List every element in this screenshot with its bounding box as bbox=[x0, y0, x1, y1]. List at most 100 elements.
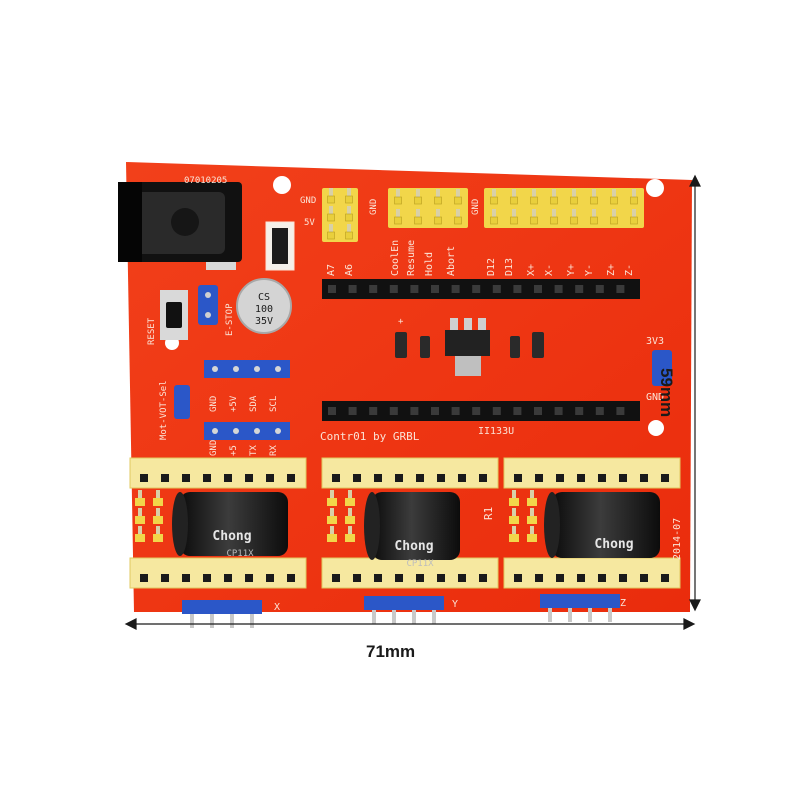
socket-hole bbox=[458, 474, 466, 482]
socket-hole bbox=[140, 474, 148, 482]
socket-hole bbox=[598, 574, 606, 582]
ms-pin-base bbox=[135, 516, 145, 524]
driver-socket-z bbox=[503, 457, 681, 589]
ms-header-pin bbox=[210, 614, 214, 628]
axis-pin-pin-base bbox=[510, 216, 518, 225]
socket-hole bbox=[287, 474, 295, 482]
socket-hole bbox=[245, 474, 253, 482]
gnd-top-left-label: GND bbox=[369, 199, 379, 215]
socket-hole bbox=[369, 407, 378, 415]
power-pin-pin-base bbox=[327, 213, 335, 222]
power-pin-pin bbox=[329, 224, 333, 237]
header-control-pins bbox=[388, 188, 468, 228]
socket-hole bbox=[245, 574, 253, 582]
ms-pin bbox=[348, 526, 352, 538]
socket-hole bbox=[161, 474, 169, 482]
axis-pin-pin bbox=[492, 209, 496, 222]
i2c-header bbox=[204, 360, 290, 378]
socket-hole bbox=[514, 474, 522, 482]
r1-label: R1 bbox=[482, 507, 495, 520]
socket-hole bbox=[437, 574, 445, 582]
ms-pin bbox=[138, 526, 142, 538]
axis-pin-pin bbox=[592, 189, 596, 202]
height-dimension-label: 59mm bbox=[657, 368, 676, 418]
header-label: Y+ bbox=[566, 264, 577, 276]
ms-pin-base bbox=[153, 516, 163, 524]
axis-pin-pin-base bbox=[490, 196, 498, 205]
ms-header-pin bbox=[588, 608, 592, 622]
header-label: SCL bbox=[269, 396, 279, 412]
socket-bottom bbox=[129, 557, 307, 589]
ms-pin bbox=[138, 490, 142, 502]
socket-hole bbox=[328, 285, 336, 293]
header-pin bbox=[275, 366, 281, 372]
voltage-regulator bbox=[445, 318, 490, 376]
socket-hole bbox=[389, 285, 398, 293]
axis-pin-pin-base bbox=[590, 216, 598, 225]
ms-pin bbox=[156, 526, 160, 538]
socket-hole bbox=[492, 285, 501, 293]
ms-header-pin bbox=[548, 608, 552, 622]
date-label: 2014-07 bbox=[672, 518, 683, 560]
power-header bbox=[322, 188, 358, 242]
axis-pin-pin-base bbox=[590, 196, 598, 205]
socket-hole bbox=[479, 474, 487, 482]
nano-socket-bottom bbox=[322, 401, 640, 421]
ctrl-pin-pin-base bbox=[414, 196, 422, 205]
ctrl-pin-pin bbox=[416, 209, 420, 222]
socket-hole bbox=[556, 574, 564, 582]
socket-hole bbox=[182, 574, 190, 582]
axis-pin-pin-base bbox=[570, 216, 578, 225]
ctrl-pin-pin-base bbox=[394, 216, 402, 225]
socket-hole bbox=[437, 474, 445, 482]
power-5v-label: 5V bbox=[304, 218, 315, 228]
ctrl-pin-pin bbox=[436, 209, 440, 222]
header-label: Z+ bbox=[606, 264, 617, 276]
cs-capacitor: CS 100 35V bbox=[236, 278, 292, 334]
power-pin-pin bbox=[329, 188, 333, 201]
ctrl-pin-pin bbox=[436, 189, 440, 202]
v33-label: 3V3 bbox=[646, 336, 664, 347]
socket-hole bbox=[458, 574, 466, 582]
axis-pin-pin bbox=[492, 189, 496, 202]
ms-pin-base bbox=[135, 498, 145, 506]
ms-header-body bbox=[540, 594, 620, 608]
axis-pin-pin bbox=[572, 209, 576, 222]
ms-pin-base bbox=[345, 516, 355, 524]
ms-pin-base bbox=[153, 498, 163, 506]
socket-top bbox=[129, 457, 307, 489]
socket-hole bbox=[431, 407, 439, 415]
socket-hole bbox=[369, 285, 378, 293]
uart-header bbox=[204, 422, 290, 440]
socket-hole bbox=[266, 574, 274, 582]
header-pin bbox=[254, 366, 260, 372]
capacitor-text-3: 35V bbox=[255, 316, 273, 327]
socket-hole bbox=[513, 407, 522, 415]
axis-pin-pin bbox=[572, 189, 576, 202]
gnd-top-right-label: GND bbox=[471, 199, 481, 215]
ctrl-pin-pin-base bbox=[454, 216, 462, 225]
socket-hole bbox=[374, 574, 382, 582]
socket-hole bbox=[554, 407, 563, 415]
ms-pin-base bbox=[509, 516, 519, 524]
socket-hole bbox=[640, 574, 648, 582]
socket-hole bbox=[616, 285, 625, 293]
mot-vot-sel-label: Mot-VOT-Sel bbox=[159, 380, 169, 440]
axis-label-y: Y bbox=[452, 599, 458, 610]
header-label: Hold bbox=[424, 252, 435, 276]
cap-x: Chong CP11X bbox=[172, 492, 288, 559]
ms-pin-base bbox=[327, 498, 337, 506]
cap-y: Chong CP11X bbox=[364, 492, 460, 569]
socket-hole bbox=[161, 574, 169, 582]
header-pin bbox=[254, 428, 260, 434]
socket-hole bbox=[472, 407, 481, 415]
ctrl-pin-pin bbox=[456, 209, 460, 222]
estop-jumper bbox=[198, 285, 218, 325]
header-label: Abort bbox=[446, 246, 457, 276]
power-pin-pin-base bbox=[345, 231, 353, 240]
socket-hole bbox=[332, 574, 340, 582]
power-pin-pin bbox=[329, 206, 333, 219]
ctrl-pin-pin bbox=[396, 189, 400, 202]
